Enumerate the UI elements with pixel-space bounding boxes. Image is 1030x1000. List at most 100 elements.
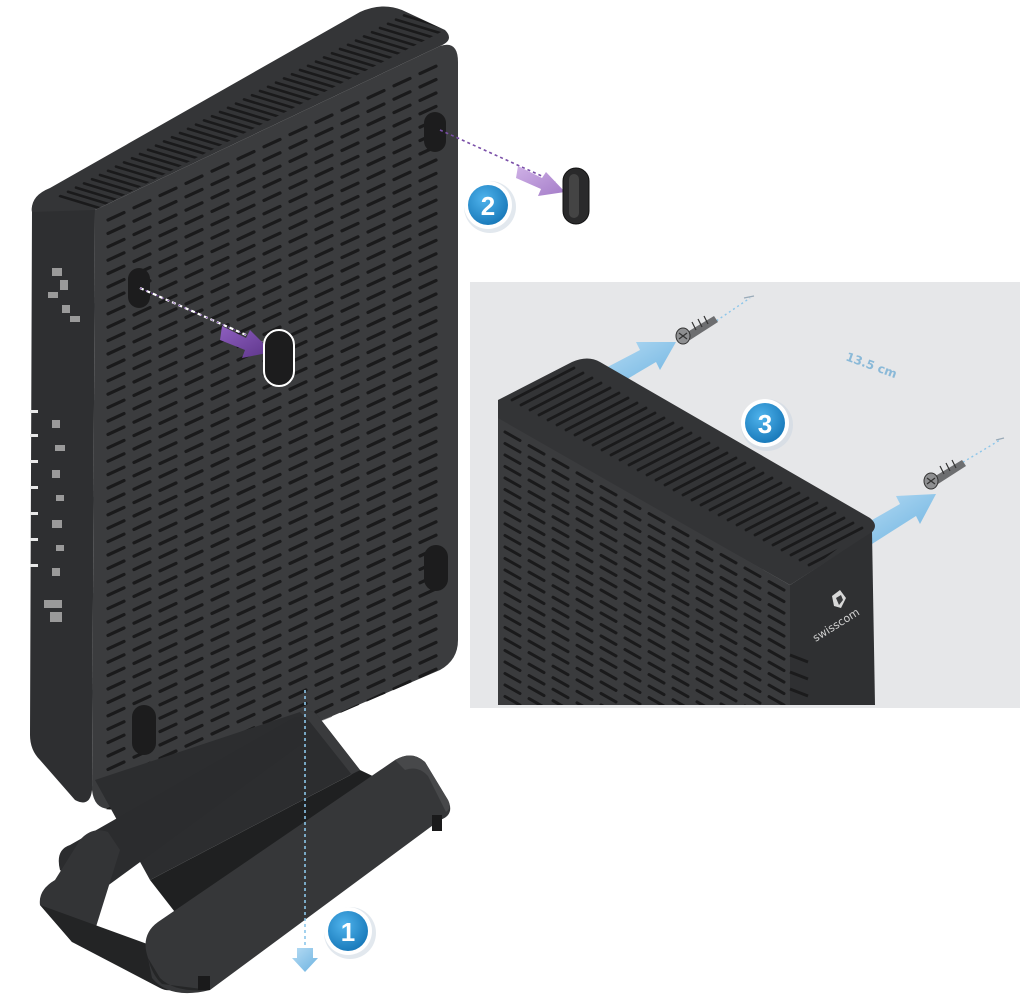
vent-slot <box>529 733 544 742</box>
vent-slot <box>236 257 256 268</box>
vent-slot <box>340 570 360 581</box>
vent-slot <box>418 372 438 384</box>
vent-slot <box>158 709 178 720</box>
vent-slot <box>132 252 152 263</box>
vent-slot <box>649 767 664 776</box>
vent-slot <box>106 505 126 517</box>
vent-slot <box>106 733 126 745</box>
vent-slot <box>623 636 642 648</box>
vent-slot <box>753 501 819 537</box>
vent-slot <box>322 56 372 73</box>
vent-slot <box>527 697 546 705</box>
vent-slot <box>236 284 256 295</box>
vent-slot <box>690 466 756 502</box>
vent-slot <box>74 186 124 203</box>
router-side-vents <box>106 64 438 810</box>
vent-slot <box>340 422 360 434</box>
vent-slot <box>184 496 204 507</box>
vent-slot <box>210 403 230 414</box>
vent-slot <box>158 293 178 305</box>
vent-slot <box>418 185 438 196</box>
vent-slot <box>106 304 126 316</box>
vent-slot <box>503 649 522 661</box>
vent-slot <box>210 242 230 254</box>
vent-slot <box>647 592 666 605</box>
vent-slot <box>527 547 546 560</box>
vent-slot <box>340 195 360 206</box>
vent-slot <box>551 526 570 539</box>
vent-slot <box>184 469 204 480</box>
vent-slot <box>236 377 256 389</box>
vent-slot <box>340 449 360 461</box>
vent-slot <box>527 639 546 652</box>
vent-slot <box>647 650 666 662</box>
vent-slot <box>132 426 152 438</box>
vent-slot <box>551 607 570 619</box>
vent-slot <box>767 660 786 673</box>
vent-slot <box>743 612 762 624</box>
vent-slot <box>132 198 152 210</box>
vent-slot <box>623 625 642 637</box>
vent-slot <box>647 535 666 547</box>
vent-slot <box>106 666 126 678</box>
vent-slot <box>106 559 126 571</box>
vent-slot <box>647 638 666 651</box>
vent-slot <box>623 498 642 510</box>
vent-slot <box>288 286 308 297</box>
vent-slot <box>210 724 230 736</box>
vent-slot <box>418 359 438 370</box>
vent-slot <box>158 226 178 238</box>
vent-slot <box>236 565 256 577</box>
vent-slot <box>575 620 594 633</box>
step-badge-2: 2 <box>464 181 516 233</box>
vent-slot <box>762 506 828 542</box>
vent-slot <box>366 102 386 114</box>
vent-slot <box>527 455 546 468</box>
vent-slot <box>132 399 152 411</box>
vent-slot <box>314 287 334 299</box>
vent-slot <box>236 578 256 590</box>
vent-slot <box>671 537 690 549</box>
vent-slot <box>184 643 204 655</box>
step1-guide <box>292 690 318 972</box>
vent-slot <box>158 374 178 385</box>
vent-slot <box>366 142 386 154</box>
vent-slot <box>599 599 618 612</box>
vent-slot <box>184 321 204 333</box>
vent-slot <box>551 618 570 631</box>
vent-slot <box>767 591 786 604</box>
vent-slot <box>671 617 690 630</box>
vent-slot <box>392 331 412 342</box>
vent-slot <box>551 457 570 470</box>
vent-slot <box>591 411 657 447</box>
vent-slot <box>366 651 386 663</box>
vent-slot <box>418 332 438 344</box>
step2-guide <box>439 129 590 225</box>
vent-slot <box>599 542 618 554</box>
vent-slot <box>158 668 178 680</box>
vent-slot <box>236 592 256 603</box>
vent-slot <box>58 194 108 212</box>
vent-slot <box>392 143 412 155</box>
router-status-leds <box>30 410 38 567</box>
vent-slot <box>226 106 276 124</box>
vent-slot <box>601 774 616 783</box>
vent-slot <box>210 470 230 481</box>
vent-slot <box>314 488 334 500</box>
vent-slot <box>170 135 220 153</box>
vent-slot <box>599 496 618 508</box>
vent-slot <box>392 103 412 115</box>
vent-slot <box>392 545 412 557</box>
vent-slot <box>210 523 230 535</box>
vent-slot <box>418 198 438 210</box>
vent-slot <box>262 218 282 229</box>
vent-slot <box>288 500 308 512</box>
vent-slot <box>132 332 152 344</box>
vent-slot <box>647 627 666 639</box>
vent-slot <box>575 517 594 529</box>
vent-slot <box>649 790 664 799</box>
vent-slot <box>392 358 412 369</box>
vent-slot <box>340 288 360 300</box>
vent-slot <box>314 368 334 379</box>
vent-slot <box>647 569 666 582</box>
